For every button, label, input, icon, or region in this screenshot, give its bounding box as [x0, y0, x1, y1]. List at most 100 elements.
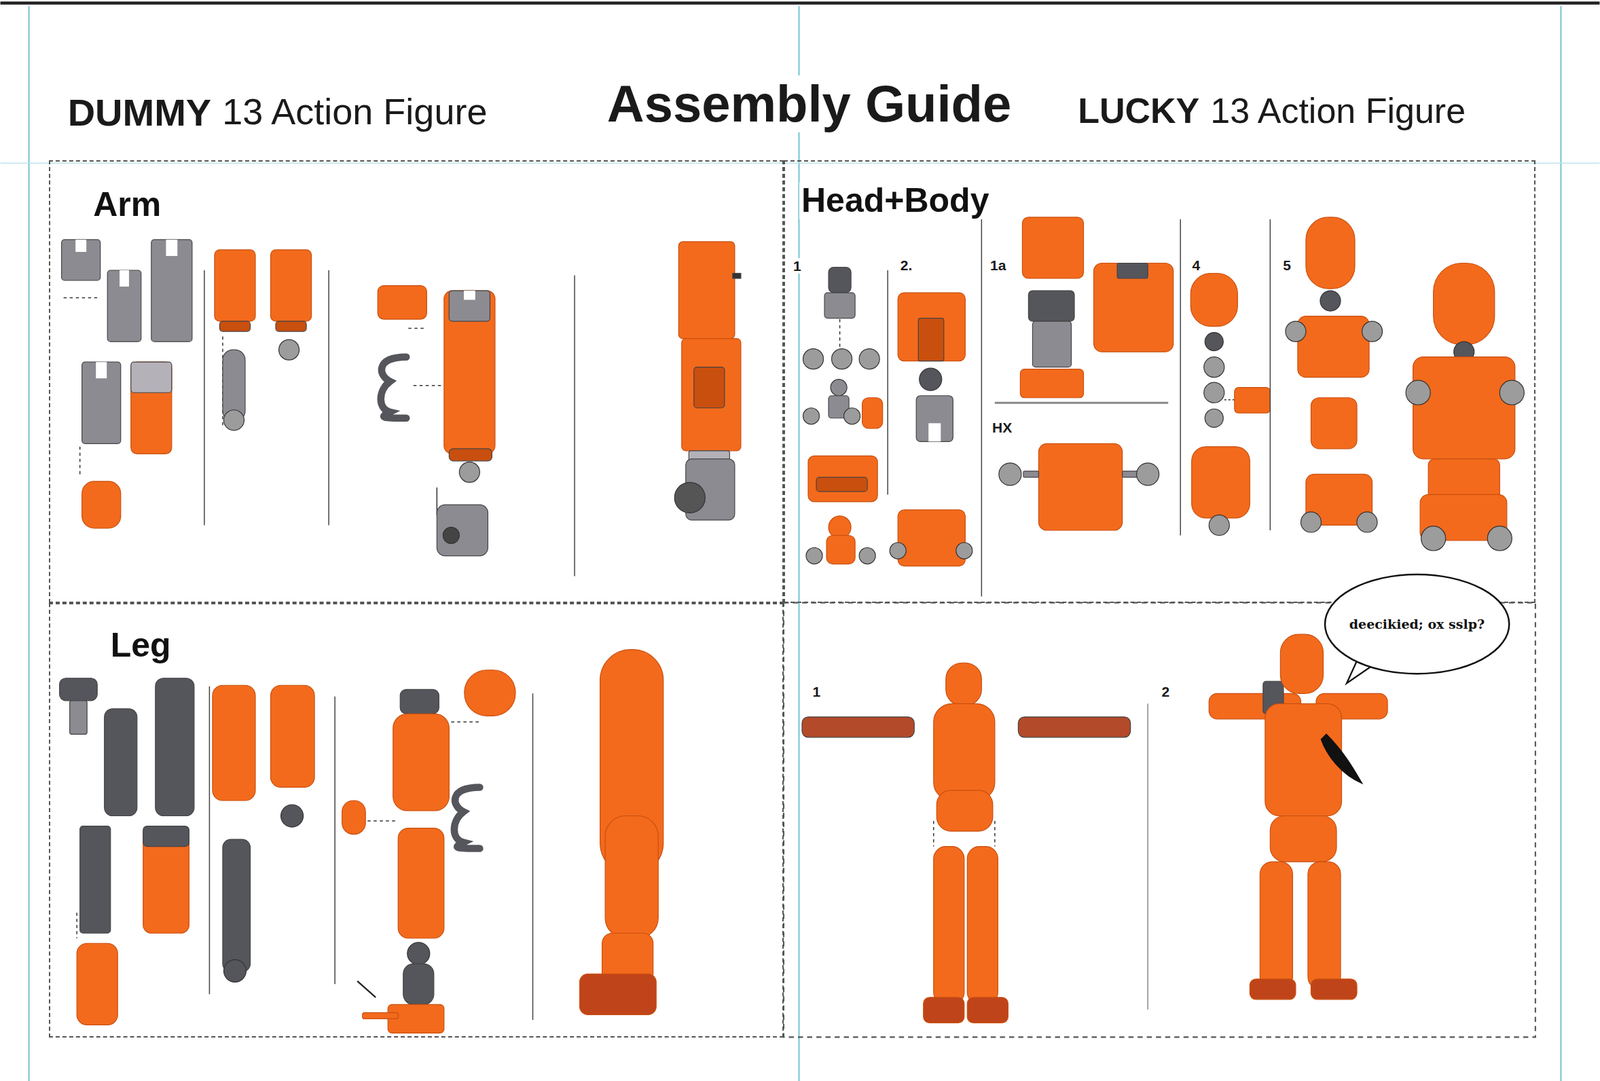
figure-part — [1038, 443, 1122, 531]
divider-line — [886, 270, 889, 495]
figure-part — [212, 685, 256, 801]
figure-part — [377, 285, 427, 320]
figure-part — [828, 266, 851, 293]
figure-part — [1305, 217, 1355, 289]
figure-part — [403, 963, 434, 1005]
step-number: 1a — [988, 257, 1008, 274]
figure-part — [377, 285, 427, 320]
figure-part — [444, 290, 496, 454]
divider-line — [209, 686, 211, 995]
figure-part — [862, 397, 883, 429]
ball-joint — [919, 368, 942, 391]
leader-line — [79, 446, 81, 478]
figure-part — [104, 708, 138, 817]
figure-part — [933, 846, 965, 1006]
figure-part — [1433, 262, 1495, 345]
figure-part — [212, 685, 256, 801]
divider-line — [532, 693, 534, 1021]
ball-joint — [279, 339, 300, 360]
figure-part — [403, 963, 434, 1005]
figure-part — [946, 662, 983, 706]
figure-part — [1428, 459, 1500, 500]
figure-part — [1249, 979, 1296, 1000]
part-notch — [463, 290, 476, 301]
guide-line — [1559, 6, 1562, 1081]
divider-line — [203, 270, 206, 525]
grey-part — [131, 361, 172, 393]
grey-part — [448, 290, 490, 322]
leader-line — [413, 385, 442, 387]
ball-joint — [859, 548, 876, 565]
step-number: 4 — [1190, 257, 1202, 274]
figure-part — [1433, 262, 1495, 345]
ball-joint — [1421, 526, 1446, 551]
part-notch — [119, 270, 130, 287]
divider-line — [334, 696, 336, 985]
knife — [1320, 734, 1362, 784]
speech-bubble: deecikied; ox sslp? — [1323, 573, 1511, 676]
ball-joint — [223, 959, 246, 983]
ball-joint — [1204, 382, 1225, 403]
part-notch — [463, 290, 476, 301]
figure-part — [897, 510, 966, 567]
figure-part — [275, 321, 307, 332]
leader-line — [76, 912, 78, 939]
grey-part — [61, 239, 101, 281]
figure-part — [1191, 446, 1251, 519]
figure-part — [916, 395, 953, 443]
ball-joint — [998, 463, 1022, 486]
figure-part — [219, 321, 250, 332]
part-notch — [928, 423, 941, 442]
leader-line — [994, 821, 996, 847]
grey-part — [131, 361, 172, 393]
ball-joint — [919, 368, 942, 391]
divider-line — [573, 275, 576, 577]
figure-part — [579, 973, 657, 1015]
page-title: Assembly Guide — [605, 75, 1014, 133]
guide-line — [797, 6, 800, 1081]
figure-part — [1190, 273, 1238, 327]
figure-part — [1280, 634, 1323, 694]
ball-joint — [459, 461, 480, 483]
ball-joint — [674, 482, 705, 513]
figure-part — [681, 338, 741, 451]
ball-joint — [223, 959, 246, 983]
figure-part — [1310, 979, 1357, 1000]
ball-joint — [1136, 463, 1160, 486]
ball-joint — [1204, 408, 1224, 428]
part-notch — [119, 270, 130, 287]
figure-part — [694, 367, 725, 409]
ball-joint — [1136, 463, 1160, 486]
figure-part — [936, 790, 993, 832]
figure-part — [82, 481, 121, 529]
e-clip — [454, 787, 481, 849]
figure-part — [967, 846, 998, 1006]
grey-part — [107, 270, 142, 342]
ball-joint — [1362, 321, 1383, 342]
figure-part — [448, 448, 492, 462]
figure-part — [824, 292, 856, 319]
product-subtitle: 13 Action Figure — [220, 91, 489, 132]
figure-part — [82, 481, 121, 529]
ball-joint — [844, 408, 861, 425]
figure-part — [605, 816, 659, 939]
figure-part — [732, 273, 741, 280]
figure-part — [916, 395, 953, 443]
ball-joint — [1499, 380, 1524, 405]
head-body-panel: Head+Body — [783, 160, 1536, 604]
figure-part — [143, 826, 190, 934]
figure-part — [155, 678, 195, 817]
bubble-outline — [1324, 574, 1509, 674]
figure-part — [967, 997, 1008, 1024]
figure-part — [1028, 290, 1075, 322]
divider-line — [334, 696, 336, 985]
leader-line — [1224, 399, 1235, 401]
part-notch — [95, 361, 107, 379]
ball-joint — [1405, 380, 1431, 405]
figure-part — [826, 535, 856, 564]
product-name: DUMMY — [66, 91, 214, 134]
part-notch — [165, 239, 178, 257]
figure-part — [342, 800, 367, 835]
ball-joint — [803, 408, 820, 425]
